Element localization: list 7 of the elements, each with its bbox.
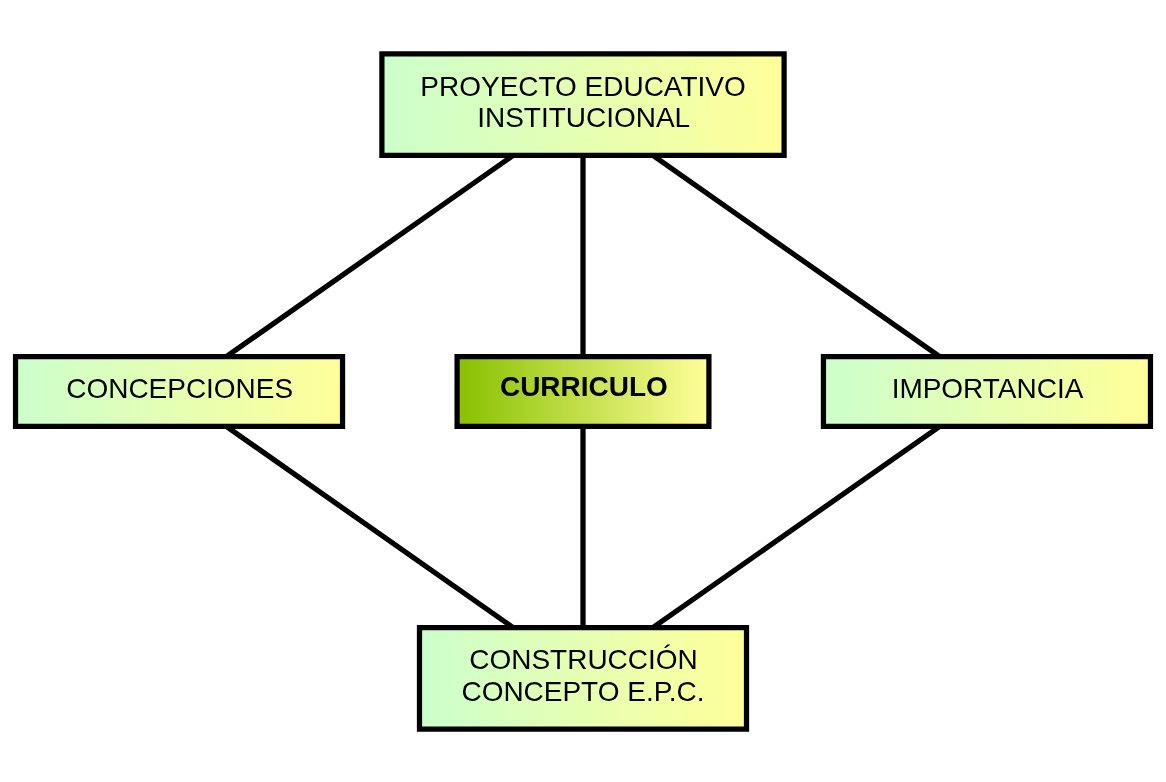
connector <box>580 426 586 627</box>
node-box: CONSTRUCCIÓN CONCEPTO E.P.C. <box>416 624 750 732</box>
node-box: CURRICULO <box>454 353 712 429</box>
connector <box>580 155 586 356</box>
node-box: CONCEPCIONES <box>12 353 346 429</box>
node-box: PROYECTO EDUCATIVO INSTITUCIONAL <box>379 50 787 158</box>
node-box: IMPORTANCIA <box>820 353 1154 429</box>
